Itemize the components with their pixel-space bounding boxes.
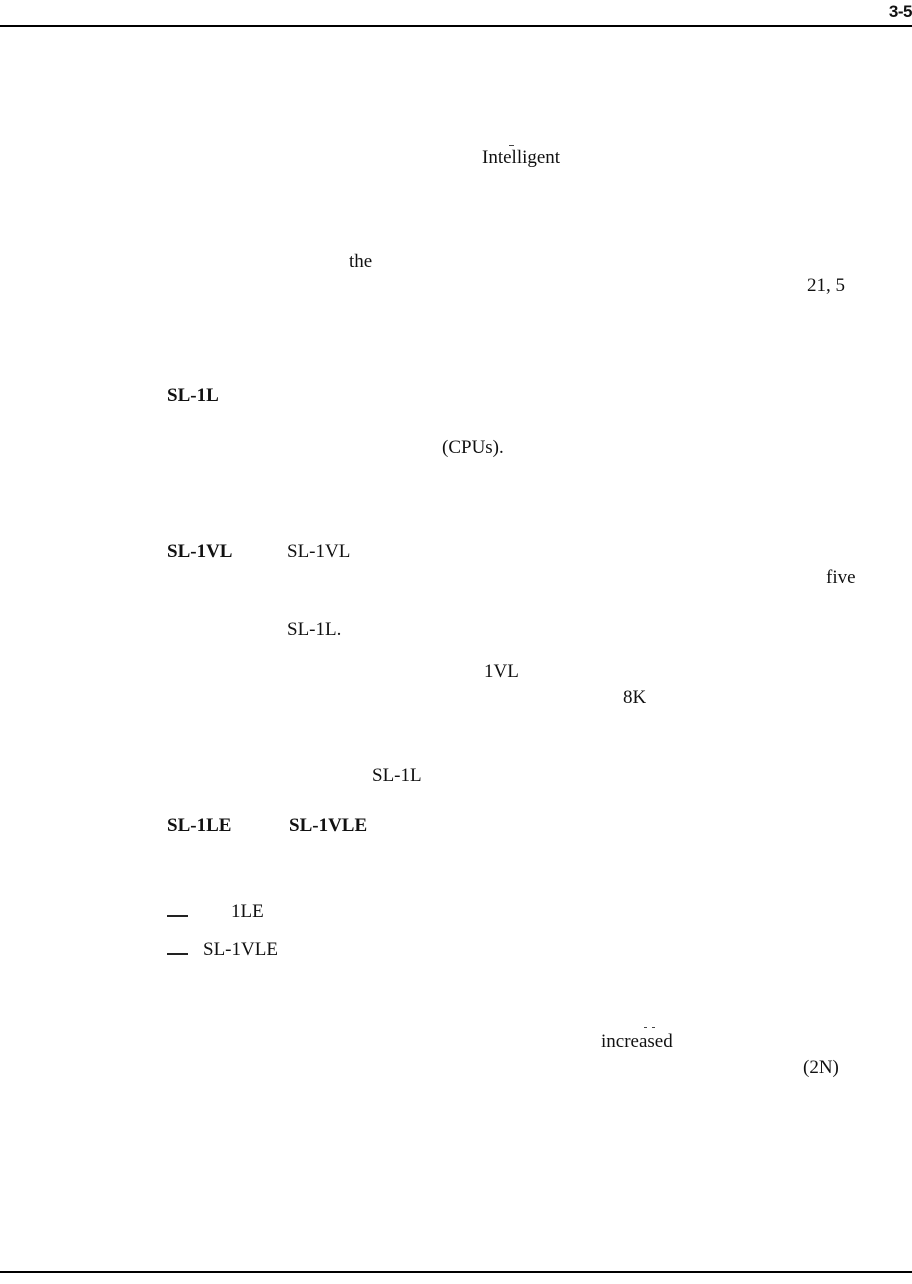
text-fragment: increased	[601, 1031, 673, 1052]
list-dash	[167, 915, 188, 917]
text-fragment: SL-1L	[372, 765, 422, 786]
text-fragment: 1VL	[484, 661, 519, 682]
text-fragment: SL-1L.	[287, 619, 342, 640]
scan-mark	[509, 145, 514, 146]
term-label: SL-1VLE	[289, 815, 368, 836]
scan-mark	[644, 1027, 647, 1028]
text-fragment: SL-1VL	[287, 541, 351, 562]
text-fragment: Intelligent	[482, 147, 561, 168]
text-fragment: (2N)	[803, 1057, 839, 1078]
list-item-text: 1LE	[231, 901, 264, 922]
header-rule	[0, 25, 912, 27]
term-label: SL-1VL	[167, 541, 233, 562]
list-dash	[167, 953, 188, 955]
term-label: SL-1LE	[167, 815, 232, 836]
page-number: 3-5	[888, 2, 912, 21]
text-fragment: (CPUs).	[442, 437, 504, 458]
term-label: SL-1L	[167, 385, 219, 406]
footer-rule	[0, 1271, 912, 1273]
scan-mark	[652, 1027, 655, 1028]
list-item-text: SL-1VLE	[203, 939, 278, 960]
text-fragment: 8K	[623, 687, 647, 708]
text-fragment: five	[826, 567, 856, 588]
text-fragment: the	[349, 251, 373, 272]
text-fragment: 21, 5	[807, 275, 845, 296]
